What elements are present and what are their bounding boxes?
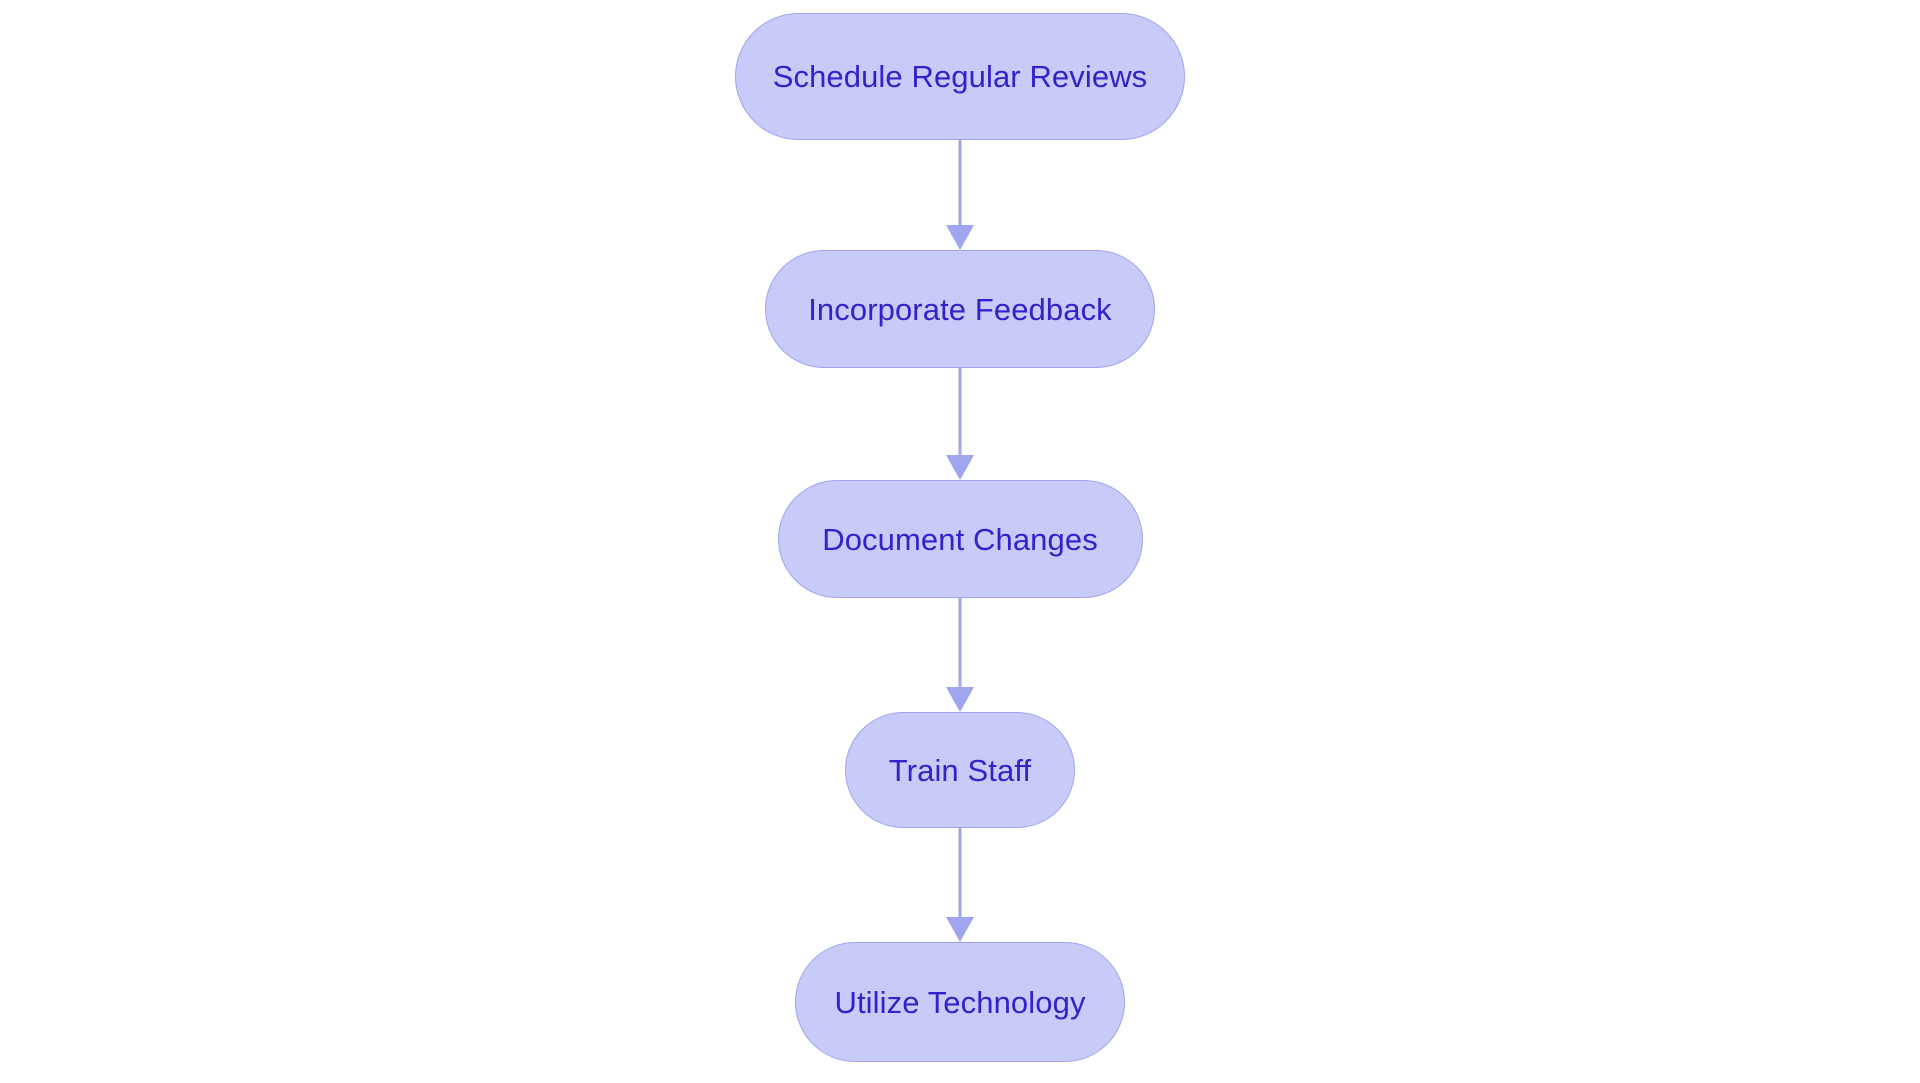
flow-edge-n4-to-n5: [940, 828, 980, 942]
flow-node-label: Schedule Regular Reviews: [772, 59, 1148, 94]
edge-line: [958, 598, 962, 687]
flow-node-schedule-regular-reviews[interactable]: Schedule Regular Reviews: [735, 13, 1185, 140]
arrow-down-icon: [946, 917, 974, 942]
flow-node-label: Utilize Technology: [834, 984, 1086, 1020]
flow-node-label: Train Staff: [888, 752, 1032, 788]
flow-node-incorporate-feedback[interactable]: Incorporate Feedback: [765, 250, 1155, 368]
flow-edge-n1-to-n2: [940, 140, 980, 250]
flow-node-label: Incorporate Feedback: [808, 291, 1112, 327]
flow-edge-n2-to-n3: [940, 368, 980, 480]
flow-edge-n3-to-n4: [940, 598, 980, 712]
edge-line: [958, 368, 962, 455]
arrow-down-icon: [946, 687, 974, 712]
top-spacer: [960, 0, 961, 13]
arrow-down-icon: [946, 455, 974, 480]
edge-line: [958, 140, 962, 225]
flow-node-label: Document Changes: [822, 521, 1098, 557]
edge-line: [958, 828, 962, 917]
arrow-down-icon: [946, 225, 974, 250]
flow-node-train-staff[interactable]: Train Staff: [845, 712, 1075, 828]
flow-node-document-changes[interactable]: Document Changes: [777, 480, 1143, 598]
flow-node-utilize-technology[interactable]: Utilize Technology: [795, 942, 1125, 1062]
